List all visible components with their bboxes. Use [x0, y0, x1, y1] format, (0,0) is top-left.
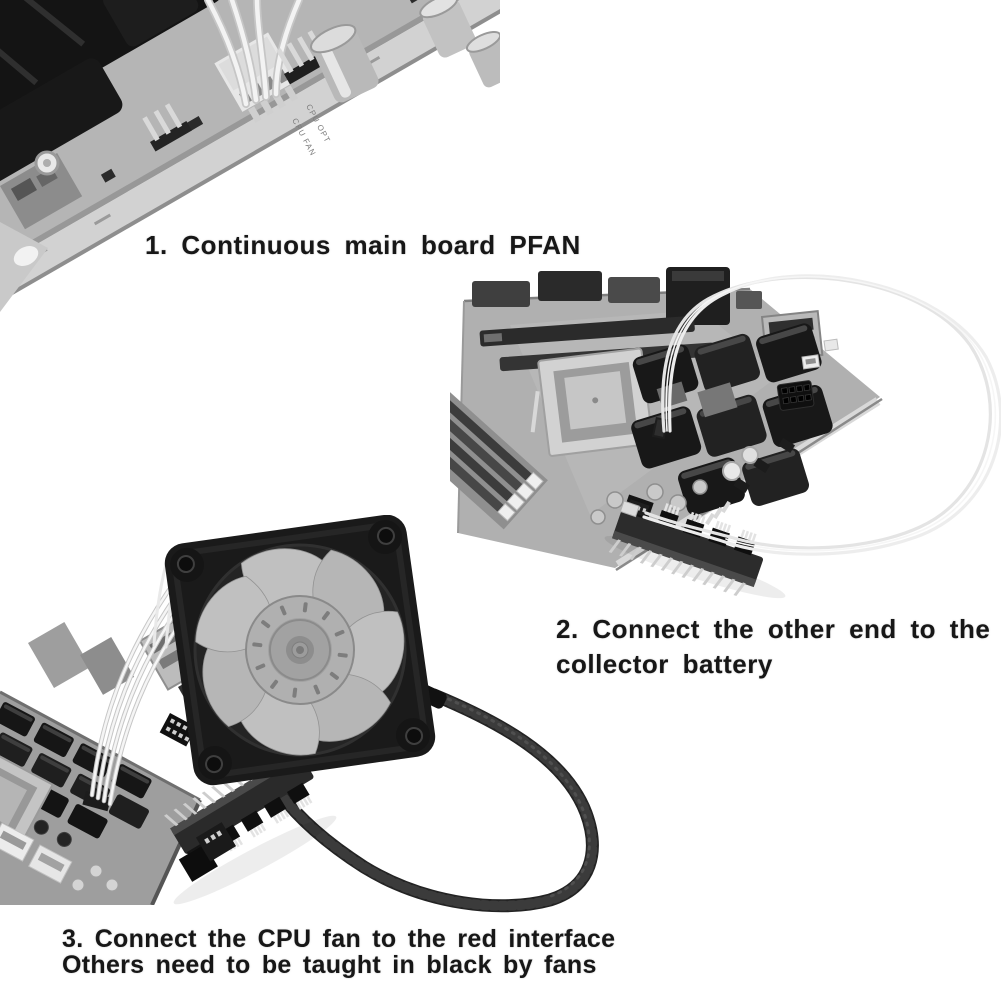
caption-step-3-line1: 3. Connect the CPU fan to the red interf…: [62, 925, 616, 953]
capacitors: [590, 437, 796, 526]
screw-hole: [34, 150, 60, 176]
photo1-illustration: CPU OPT CPU FAN: [0, 0, 500, 312]
caption-step-1: 1. Continuous main board PFAN: [145, 230, 581, 261]
caption-step-2-line1: 2. Connect the other end to the: [556, 614, 991, 644]
small-connectors: [801, 338, 839, 370]
hub-shadow: [173, 815, 337, 905]
cpu-socket: [530, 347, 654, 457]
pcb-board: [0, 0, 500, 312]
cpu-power-connector: [776, 380, 815, 411]
heatsink-block: [0, 0, 223, 218]
photo4-illustration: [152, 515, 599, 913]
caption-step-1-text: 1. Continuous main board PFAN: [145, 230, 581, 260]
caption-step-3: 3. Connect the CPU fan to the red interf…: [62, 926, 615, 978]
photo-motherboard-fanhub-step2: [450, 265, 1001, 605]
caption-step-2-line2: collector battery: [556, 649, 773, 679]
photo-motherboard-closeup-step1: CPU OPT CPU FAN: [0, 0, 500, 312]
photo-motherboard-corner-step3: [0, 555, 240, 905]
hub-wire-plug: [619, 500, 640, 518]
fan-wires: [204, 0, 303, 108]
photo2-illustration: [450, 267, 1001, 601]
capacitors: [71, 864, 119, 892]
heatsink-fins: [0, 0, 86, 86]
blurred-board-edge: [0, 222, 48, 312]
photo3-illustration: [0, 574, 211, 905]
caption-step-3-line2: Others need to be taught in black by fan…: [62, 951, 597, 979]
pin-header-3pin: [142, 103, 192, 152]
screw-holes: [176, 526, 424, 774]
cpu-socket: [0, 745, 54, 852]
cpu-case-fan: [164, 515, 436, 786]
fan-hub-center: [245, 595, 355, 705]
photo-cpu-fan-step3: [140, 515, 625, 915]
hub-4pin-plug: [178, 822, 237, 882]
ram-slots: [450, 367, 548, 530]
top-edge-components: [472, 267, 762, 325]
caption-step-2: 2. Connect the other end to the collecto…: [556, 612, 990, 682]
capacitors: [310, 0, 500, 103]
white-connectors: [0, 822, 73, 884]
braided-cable: [273, 688, 599, 913]
